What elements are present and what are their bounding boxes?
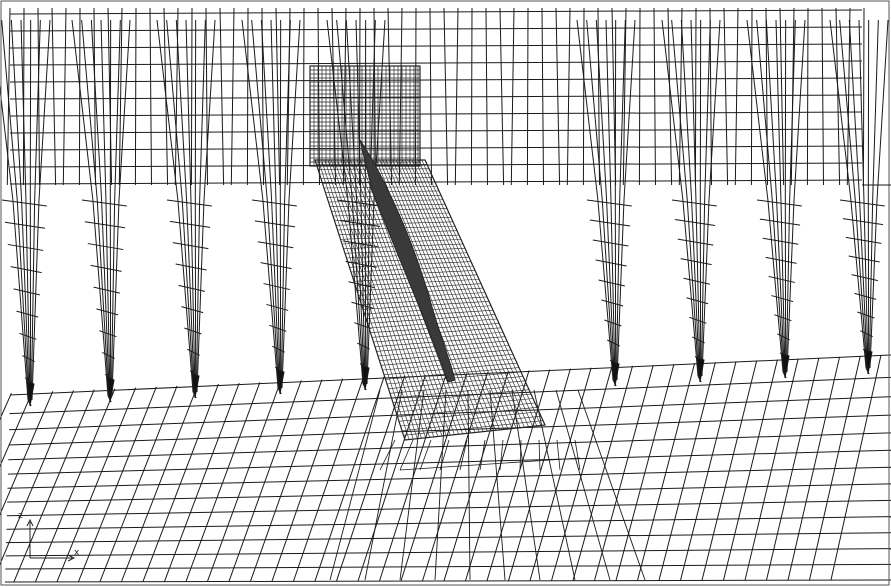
refined-band <box>314 159 546 441</box>
ridge-trough <box>0 19 51 407</box>
ridge-trough <box>576 19 636 387</box>
ridge-trough <box>156 19 216 399</box>
ridge-trough <box>746 19 806 379</box>
ridge-trough <box>241 19 301 395</box>
ridge-tip <box>611 361 620 387</box>
trench-cavity <box>359 139 456 383</box>
ridge-tip <box>191 373 200 399</box>
refined-base-skirt <box>379 439 581 471</box>
wall-panel-mesh <box>6 7 865 186</box>
ground-surface-mesh <box>0 354 891 583</box>
ridge-tip <box>361 365 370 391</box>
sheet-pile-ridges <box>0 19 889 407</box>
axis-triad-icon <box>26 518 76 562</box>
ridge-tip <box>696 357 705 383</box>
ridge-tip <box>26 381 35 407</box>
ridge-tip <box>106 377 115 403</box>
ridge-trough <box>829 19 889 375</box>
ridge-trough <box>326 19 386 391</box>
ridge-trough <box>661 19 721 383</box>
ridge-tip <box>864 349 873 375</box>
axis-z-label: z <box>18 511 23 521</box>
ridge-tip <box>276 369 285 395</box>
ridge-tip <box>781 353 790 379</box>
ridge-trough <box>71 19 131 403</box>
refined-mesh-zone <box>309 65 581 471</box>
axis-x-label: x <box>74 548 80 558</box>
